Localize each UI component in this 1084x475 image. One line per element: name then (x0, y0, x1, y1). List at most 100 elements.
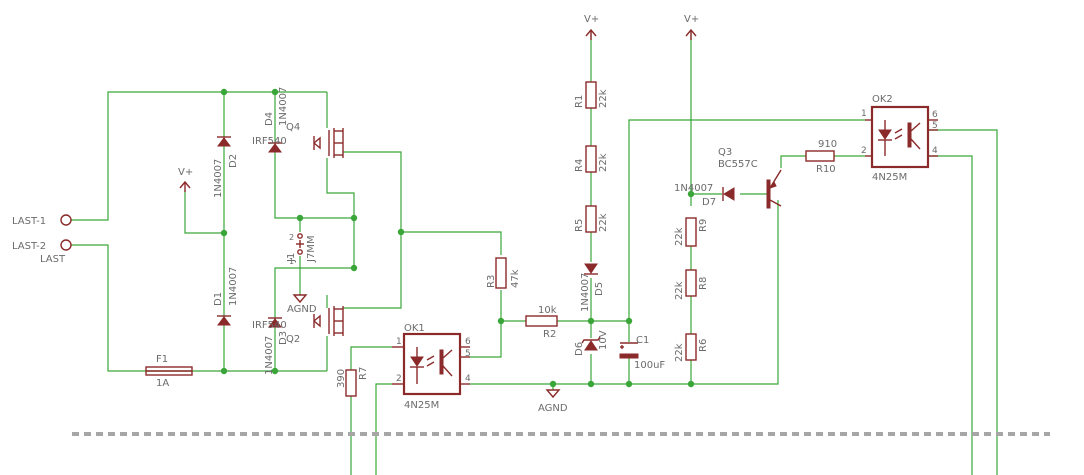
svg-text:V+: V+ (684, 14, 699, 25)
svg-text:R7: R7 (358, 367, 369, 380)
diode-d3: 1N4007 D3 (264, 317, 289, 375)
svg-text:22k: 22k (674, 343, 685, 362)
diode-d1: D1 1N4007 (213, 267, 239, 326)
svg-text:390: 390 (336, 369, 347, 388)
agnd-symbol-bus: AGND (538, 389, 568, 414)
svg-text:R1: R1 (574, 95, 585, 108)
svg-text:D5: D5 (594, 282, 605, 296)
svg-text:910: 910 (818, 139, 837, 150)
svg-text:22k: 22k (598, 153, 609, 172)
wires (71, 32, 998, 475)
junction-dots (220, 88, 695, 388)
svg-text:5: 5 (465, 349, 471, 359)
svg-text:4: 4 (932, 146, 938, 156)
svg-text:R9: R9 (698, 219, 709, 232)
resistor-r4: R4 22k (574, 145, 609, 173)
svg-text:4: 4 (465, 374, 471, 384)
diode-d2: D2 1N4007 (213, 136, 239, 198)
resistor-r10: 910 R10 (805, 139, 837, 175)
svg-text:V+: V+ (178, 167, 193, 178)
diode-d7: 1N4007 D7 (674, 183, 735, 208)
svg-text:22k: 22k (674, 281, 685, 300)
svg-text:D1: D1 (213, 292, 224, 306)
connector-last-1: LAST-1 (12, 214, 72, 227)
svg-text:6: 6 (465, 337, 471, 347)
resistor-r7: 390 R7 (336, 367, 369, 397)
svg-text:1: 1 (289, 257, 294, 266)
svg-text:J1: J1 (286, 253, 297, 263)
svg-text:10k: 10k (538, 305, 557, 316)
resistor-r8: 22k R8 (674, 269, 709, 300)
resistor-r9: 22k R9 (674, 217, 709, 247)
mosfet-q4: IRF540 Q4 (252, 122, 344, 158)
svg-text:10V: 10V (598, 330, 609, 350)
mosfet-q2: IRF540 Q2 (252, 306, 344, 345)
svg-text:22k: 22k (598, 89, 609, 108)
svg-text:D7: D7 (702, 197, 716, 208)
svg-text:D2: D2 (228, 154, 239, 168)
svg-text:2: 2 (396, 374, 402, 384)
optocoupler-ok2: OK2 4N25M 1 2 6 5 4 (861, 94, 938, 183)
transistor-q3: Q3 BC557C (718, 147, 782, 209)
resistor-r2: 10k R2 (525, 305, 558, 340)
agnd-symbol-left: AGND (287, 294, 317, 315)
svg-text:D6: D6 (574, 342, 585, 356)
connector-last-2: LAST-2 LAST (12, 239, 72, 265)
svg-text:5: 5 (932, 121, 938, 131)
svg-text:R8: R8 (698, 277, 709, 290)
resistor-r5: R5 22k (574, 205, 609, 233)
svg-text:6: 6 (932, 110, 938, 120)
svg-text:1: 1 (861, 109, 867, 119)
svg-text:BC557C: BC557C (718, 159, 758, 170)
svg-text:1N4007: 1N4007 (213, 159, 224, 198)
svg-text:C1: C1 (636, 335, 649, 346)
svg-text:R6: R6 (698, 339, 709, 352)
svg-text:V+: V+ (584, 14, 599, 25)
svg-text:R4: R4 (574, 159, 585, 172)
svg-text:1N4007: 1N4007 (580, 273, 591, 312)
svg-text:LAST: LAST (40, 254, 66, 265)
svg-text:4N25M: 4N25M (404, 400, 439, 411)
svg-text:100uF: 100uF (634, 360, 665, 371)
resistor-r6: 22k R6 (674, 333, 709, 362)
svg-text:R3: R3 (486, 275, 497, 288)
svg-text:1: 1 (396, 337, 402, 347)
svg-text:1N4007: 1N4007 (278, 87, 289, 126)
svg-text:AGND: AGND (538, 403, 568, 414)
diode-d4: D4 1N4007 (264, 87, 289, 153)
svg-text:D4: D4 (264, 112, 275, 126)
fuse-f1: F1 1A (145, 354, 193, 389)
zener-d6: D6 10V (574, 330, 609, 356)
optocoupler-ok1: OK1 4N25M 1 2 6 5 4 (392, 323, 471, 411)
svg-text:1N4007: 1N4007 (674, 183, 713, 194)
jumper-j1: J1 J7MM 2 1 (286, 233, 317, 266)
svg-text:LAST-1: LAST-1 (12, 216, 46, 227)
svg-text:OK2: OK2 (872, 94, 893, 105)
svg-text:1A: 1A (156, 378, 169, 389)
capacitor-c1: C1 100uF (619, 335, 665, 371)
svg-text:Q4: Q4 (286, 122, 300, 133)
svg-text:IRF540: IRF540 (252, 136, 287, 147)
resistor-r3: R3 47k (486, 257, 521, 289)
svg-text:4N25M: 4N25M (872, 172, 907, 183)
svg-text:IRF540: IRF540 (252, 320, 287, 331)
svg-text:47k: 47k (510, 269, 521, 288)
vplus-symbol-middle: V+ (584, 14, 599, 40)
svg-text:R5: R5 (574, 219, 585, 232)
svg-text:Q3: Q3 (718, 147, 732, 158)
svg-text:1N4007: 1N4007 (264, 336, 275, 375)
svg-text:22k: 22k (598, 213, 609, 232)
resistor-r1: R1 22k (574, 81, 609, 109)
svg-text:R10: R10 (816, 164, 836, 175)
svg-text:D3: D3 (278, 331, 289, 345)
svg-text:2: 2 (289, 233, 294, 242)
svg-text:OK1: OK1 (404, 323, 425, 334)
vplus-symbol-left: V+ (178, 167, 193, 192)
diode-d5: 1N4007 D5 (580, 263, 605, 312)
svg-text:J7MM: J7MM (306, 235, 317, 263)
svg-text:F1: F1 (156, 354, 168, 365)
svg-text:Q2: Q2 (286, 334, 300, 345)
svg-text:R2: R2 (543, 329, 556, 340)
svg-text:2: 2 (861, 146, 867, 156)
